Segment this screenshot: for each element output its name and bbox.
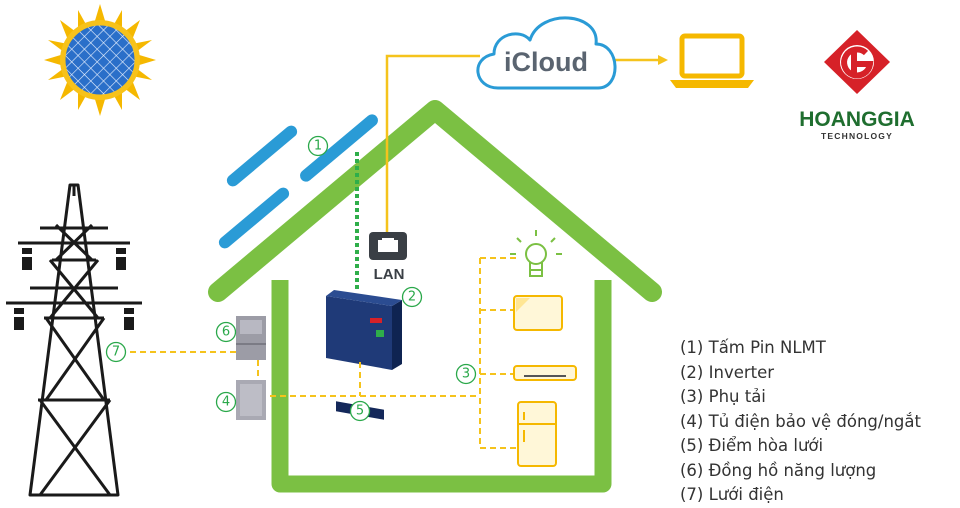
logo-subtitle: TECHNOLOGY xyxy=(821,131,893,141)
laptop-icon xyxy=(670,33,754,88)
svg-text:2: 2 xyxy=(408,290,416,305)
cloud-label: iCloud xyxy=(504,47,588,77)
svg-text:7: 7 xyxy=(112,345,120,360)
sun-icon xyxy=(44,4,156,116)
house-walls xyxy=(271,280,612,493)
air-conditioner-icon xyxy=(513,365,577,381)
legend-item-grid: (7) Lưới điện xyxy=(680,485,784,504)
marker-6: 6 xyxy=(215,321,237,343)
lan-cable xyxy=(385,54,480,232)
legend-item-inverter: (2) Inverter xyxy=(680,362,775,382)
solar-panel-icon xyxy=(218,114,378,249)
marker-5: 5 xyxy=(349,400,371,422)
lan-label: LAN xyxy=(374,266,405,283)
company-logo: HOANGGIA TECHNOLOGY xyxy=(799,30,915,141)
insulator-icons xyxy=(14,248,134,330)
marker-1: 1 xyxy=(307,135,329,157)
ac-wiring xyxy=(130,257,520,449)
arrow-right-icon xyxy=(658,55,668,65)
tv-icon xyxy=(513,295,563,331)
logo-name: HOANGGIA xyxy=(799,108,915,131)
power-tower-icon xyxy=(6,183,142,497)
legend-item-solar-panel: (1) Tấm Pin NLMT xyxy=(680,338,826,357)
energy-meter-icon xyxy=(236,316,266,360)
inverter-icon xyxy=(326,290,402,420)
marker-2: 2 xyxy=(401,286,423,308)
svg-text:4: 4 xyxy=(222,395,230,410)
svg-text:3: 3 xyxy=(462,367,470,382)
light-bulb-icon xyxy=(510,230,562,277)
legend-item-meter: (6) Đồng hồ năng lượng xyxy=(680,460,877,480)
house-outline xyxy=(208,100,662,302)
marker-4: 4 xyxy=(215,391,237,413)
legend-item-grid-tie: (5) Điểm hòa lưới xyxy=(680,436,824,455)
legend-item-load: (3) Phụ tải xyxy=(680,387,766,406)
lan-port-icon xyxy=(369,232,407,260)
svg-text:6: 6 xyxy=(222,325,230,340)
marker-7: 7 xyxy=(105,341,127,363)
svg-text:5: 5 xyxy=(356,404,364,419)
refrigerator-icon xyxy=(517,401,557,467)
svg-text:1: 1 xyxy=(314,139,322,154)
legend: (1) Tấm Pin NLMT (2) Inverter (3) Phụ tả… xyxy=(680,336,960,508)
legend-item-breaker: (4) Tủ điện bảo vệ đóng/ngắt xyxy=(680,411,921,431)
marker-3: 3 xyxy=(455,363,477,385)
breaker-cabinet-icon xyxy=(236,380,266,420)
cloud-icon xyxy=(476,16,617,90)
